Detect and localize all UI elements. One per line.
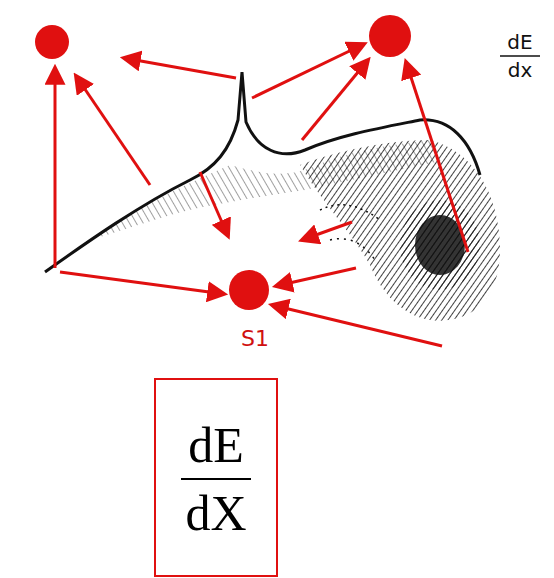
red-arrows xyxy=(55,44,468,346)
fraction-bar xyxy=(181,478,250,480)
landscape xyxy=(45,72,500,321)
point-label: S1 xyxy=(241,326,269,351)
handwritten-formula: dE xyxy=(507,30,532,54)
denominator: dX xyxy=(185,488,246,538)
red-dot xyxy=(229,270,269,310)
handwritten-formula: dx xyxy=(508,58,533,82)
numerator: dE xyxy=(188,420,244,470)
fraction-bar xyxy=(500,55,540,57)
formula-box: dE dX xyxy=(154,378,278,577)
red-dot xyxy=(35,25,69,59)
red-dot xyxy=(369,15,411,57)
